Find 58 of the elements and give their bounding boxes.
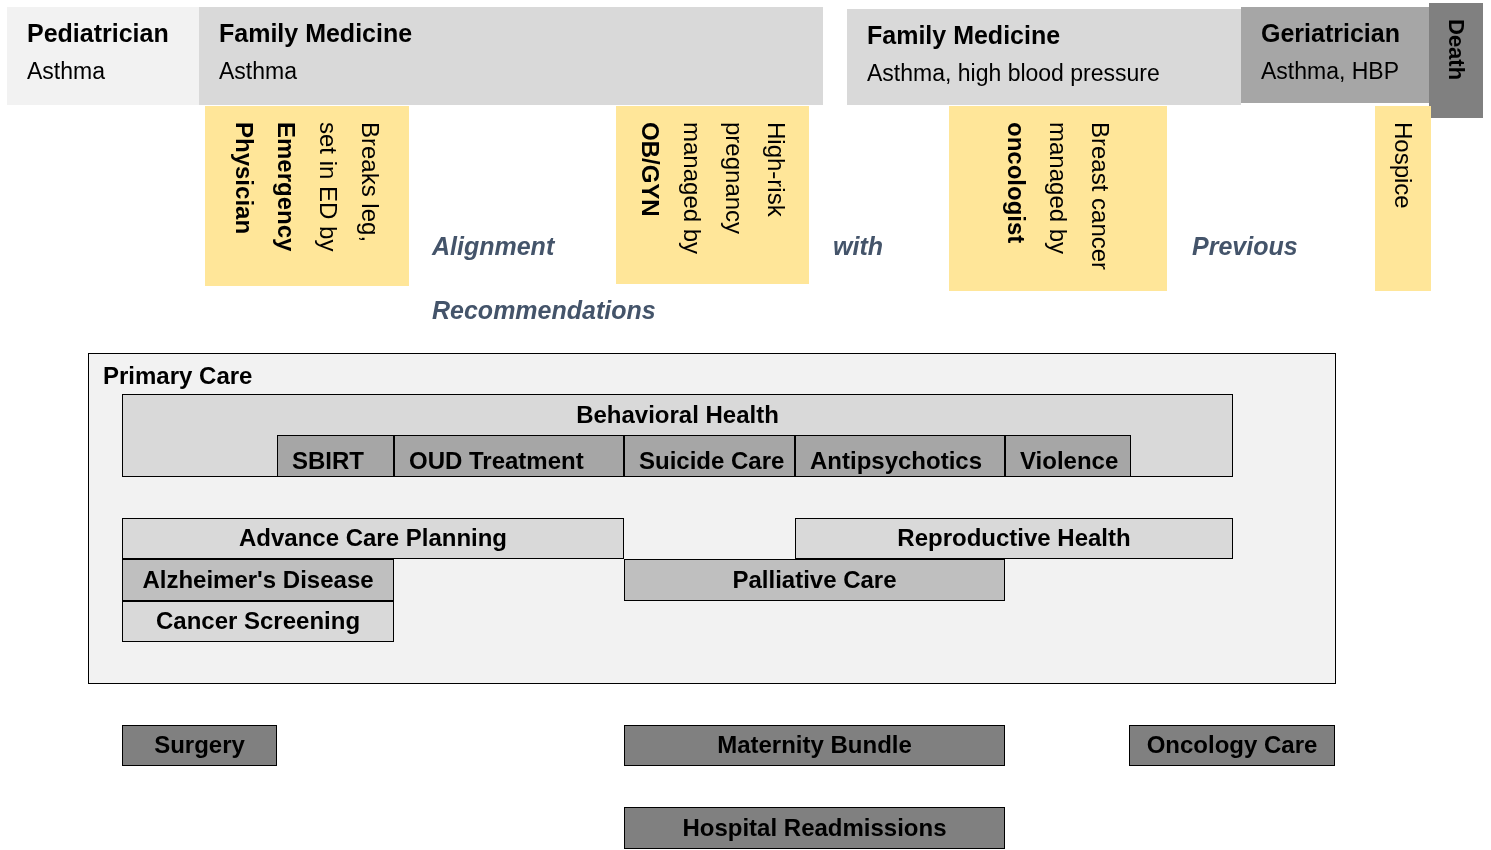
- stage-box: [1429, 3, 1483, 118]
- specialty-box: [1241, 7, 1429, 103]
- specialty-title: Pediatrician: [27, 19, 169, 48]
- group-panel: [122, 394, 1233, 477]
- program-box: [122, 559, 394, 601]
- program-box: [394, 435, 624, 477]
- program-label: Reproductive Health: [896, 523, 1132, 553]
- event-text: Breaks leg, set in ED by Emergency Physician: [230, 122, 385, 254]
- program-label: Suicide Care: [638, 446, 785, 475]
- program-label: Alzheimer's Disease: [141, 565, 375, 595]
- annotation-text: Alignment: [432, 232, 555, 261]
- specialty-box: [199, 7, 823, 105]
- specialty-title: Family Medicine: [867, 21, 1061, 50]
- group-panel: [88, 353, 1336, 684]
- program-label: Hospital Readmissions: [681, 813, 948, 843]
- program-box: [277, 435, 394, 477]
- program-label: Advance Care Planning: [237, 523, 509, 553]
- program-box: [1005, 435, 1131, 477]
- program-box: [624, 435, 795, 477]
- specialty-title: Geriatrician: [1261, 19, 1400, 48]
- program-label: Antipsychotics: [809, 446, 983, 475]
- program-label: Surgery: [153, 730, 246, 760]
- program-box: [1129, 725, 1335, 766]
- program-label: Violence: [1019, 446, 1119, 475]
- program-box: [122, 725, 277, 766]
- event-text: Breast cancer managed by oncologist: [1002, 122, 1115, 272]
- condition-text: Asthma, high blood pressure: [867, 60, 1160, 87]
- event-box: [1375, 106, 1431, 291]
- program-label: Maternity Bundle: [716, 730, 913, 760]
- group-title: Behavioral Health: [575, 401, 780, 429]
- specialty-title: Family Medicine: [219, 19, 413, 48]
- event-box: [205, 106, 409, 286]
- condition-text: Asthma, HBP: [1261, 58, 1400, 85]
- program-box: [795, 435, 1005, 477]
- event-box: [949, 106, 1167, 291]
- program-label: Palliative Care: [731, 565, 898, 595]
- program-label: Oncology Care: [1145, 730, 1319, 760]
- condition-text: Asthma: [27, 58, 105, 85]
- program-box: [795, 518, 1233, 559]
- program-box: [122, 518, 624, 559]
- annotation-text: Previous: [1192, 232, 1298, 261]
- event-box: [616, 106, 809, 284]
- annotation-text: with: [833, 232, 883, 261]
- event-text: Hospice: [1389, 122, 1418, 209]
- program-label: Cancer Screening: [154, 606, 362, 636]
- condition-text: Asthma: [219, 58, 297, 85]
- program-box: [624, 807, 1005, 849]
- specialty-box: [847, 9, 1241, 105]
- program-label: SBIRT: [291, 446, 364, 475]
- event-text: High-risk pregnancy managed by OB/GYN: [635, 122, 791, 257]
- program-box: [624, 559, 1005, 601]
- stage-label: Death: [1443, 19, 1469, 81]
- group-title: Primary Care: [103, 362, 253, 390]
- program-label: OUD Treatment: [408, 446, 584, 475]
- program-box: [624, 725, 1005, 766]
- program-box: [122, 601, 394, 642]
- specialty-box: [7, 7, 199, 105]
- annotation-text: Recommendations: [432, 296, 656, 325]
